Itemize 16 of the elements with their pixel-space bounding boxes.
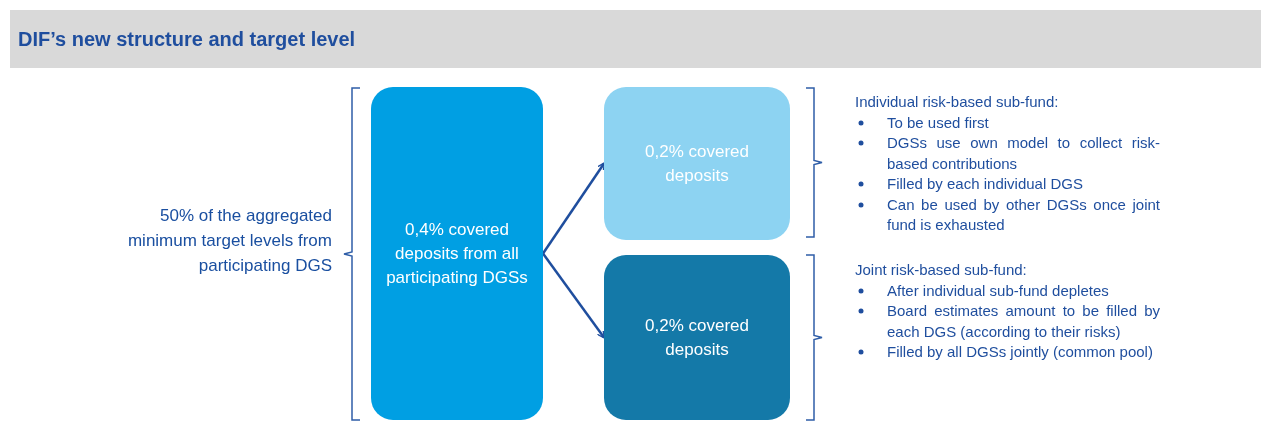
arrow — [541, 162, 606, 255]
list-heading: Individual risk-based sub-fund: — [855, 92, 1060, 112]
arrow — [542, 252, 606, 339]
bullet-item: Board estimates amount to be filled by each DGS (according to their risks) — [887, 302, 1160, 340]
list-heading: Joint risk-based sub-fund: — [855, 260, 1028, 280]
title: DIF’s new structure and target level — [18, 27, 356, 51]
bullet-item: To be used first — [887, 113, 989, 131]
bullet-item: Filled by all DGSs jointly (common pool) — [887, 343, 1153, 360]
bullet-item: After individual sub-fund depletes — [887, 281, 1109, 299]
rounded-box: 0,2% covered deposits — [604, 87, 790, 240]
bullet-item: DGSs use own model to collect risk-based contributions — [887, 134, 1160, 172]
rounded-box: 0,2% covered deposits — [604, 255, 790, 420]
rounded-box: 0,4% covered deposits from all participating DGSs — [371, 87, 543, 420]
bullet-item: Filled by each individual DGS — [887, 175, 1083, 192]
bullet-item: Can be used by other DGSs once joint fund is exhausted — [887, 195, 1160, 233]
description-text: 50% of the aggregated minimum target levels from participating DGS — [126, 204, 332, 277]
